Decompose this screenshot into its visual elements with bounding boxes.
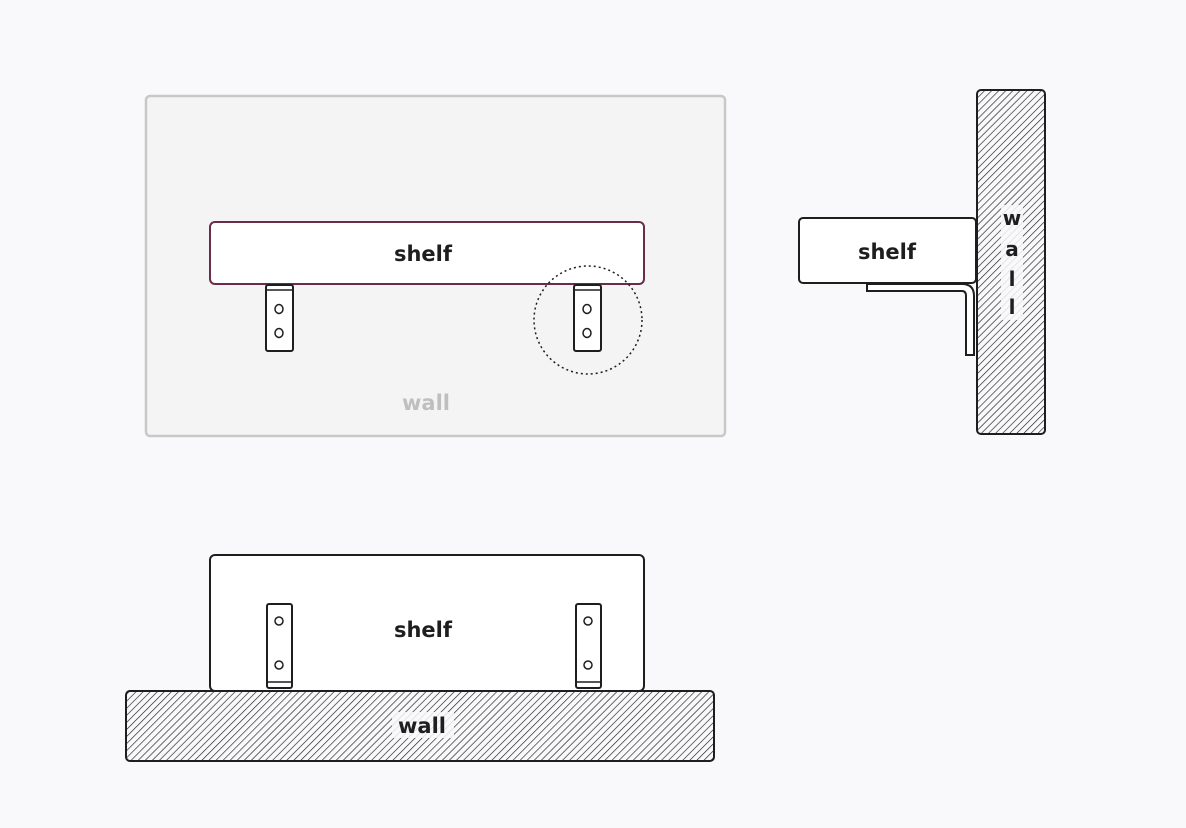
screw-hole-icon bbox=[274, 616, 284, 626]
top-view: shelf wall bbox=[125, 554, 715, 762]
side-wall-letter: a bbox=[1005, 237, 1019, 261]
side-wall-label: w a l l bbox=[1001, 205, 1023, 320]
side-bracket bbox=[866, 283, 975, 356]
top-bracket-left bbox=[266, 603, 293, 689]
side-wall-letter: w bbox=[1003, 206, 1021, 230]
front-wall-label: wall bbox=[402, 391, 450, 415]
front-bracket-right bbox=[573, 284, 602, 352]
front-shelf-label: shelf bbox=[394, 242, 453, 266]
screw-hole-icon bbox=[582, 327, 592, 339]
screw-hole-icon bbox=[274, 303, 284, 315]
front-bracket-left bbox=[265, 284, 294, 352]
side-wall-letter: l bbox=[1009, 295, 1016, 319]
top-wall-label: wall bbox=[398, 714, 446, 738]
front-shelf bbox=[209, 221, 645, 285]
screw-hole-icon bbox=[583, 616, 593, 626]
side-wall-letter: l bbox=[1009, 267, 1016, 291]
top-bracket-right bbox=[575, 603, 602, 689]
screw-hole-icon bbox=[583, 660, 593, 670]
side-view: w a l l shelf bbox=[798, 89, 1046, 435]
screw-hole-icon bbox=[274, 327, 284, 339]
front-view: wall shelf bbox=[144, 94, 727, 438]
top-shelf-label: shelf bbox=[394, 618, 453, 642]
side-shelf-label: shelf bbox=[858, 240, 917, 264]
screw-hole-icon bbox=[274, 660, 284, 670]
highlight-circle bbox=[533, 265, 643, 375]
screw-hole-icon bbox=[582, 303, 592, 315]
